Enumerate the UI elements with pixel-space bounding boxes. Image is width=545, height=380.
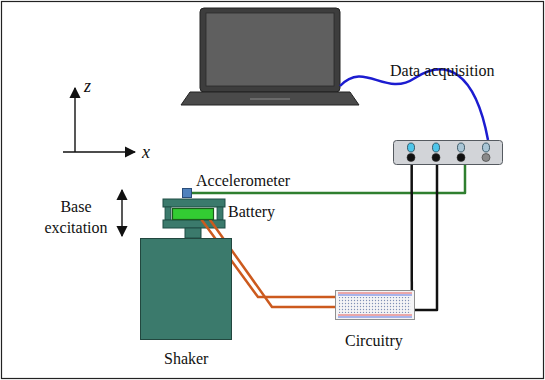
daq-device-graphic-part: [432, 154, 440, 162]
daq-device-graphic: [393, 140, 503, 165]
axis-label: x: [142, 142, 150, 163]
breadboard-graphic-part: [336, 291, 415, 320]
laptop-part: [206, 13, 334, 86]
accelerometer-sensor-graphic-part: [183, 189, 192, 198]
shaker-head-part: [217, 207, 223, 220]
shaker-head-part: [185, 228, 201, 238]
daq-device-graphic-part: [407, 154, 415, 162]
laptop: [181, 8, 359, 105]
daq-device-graphic-part: [458, 143, 465, 152]
breadboard-graphic-part: [339, 297, 411, 313]
laptop-part: [250, 98, 290, 100]
part-label-box: Accelerometer: [196, 172, 290, 190]
part-label: Battery: [228, 203, 275, 220]
breadboard-graphic: [335, 290, 415, 320]
breadboard-graphic-part: [338, 315, 412, 316]
daq-device-graphic-part: [457, 154, 465, 162]
shaker-head-part: [163, 199, 225, 207]
shaker-body-graphic-part: [141, 239, 232, 340]
measurement-wire: [415, 165, 437, 310]
annotation-label: Base excitation: [38, 196, 114, 238]
part-label: Circuitry: [345, 332, 403, 349]
part-label-box: Battery: [228, 203, 275, 221]
breadboard-shape: [335, 290, 415, 320]
daq-device-graphic-part: [394, 141, 503, 165]
usb-cable: [340, 69, 488, 140]
shaker-body-shape: [140, 238, 232, 340]
part-label: Data acquisition: [390, 62, 494, 79]
accelerometer-sensor-graphic: [182, 188, 192, 198]
battery-cell-graphic: [172, 208, 214, 220]
laptop-part: [181, 92, 359, 105]
daq-device-graphic-part: [483, 143, 490, 152]
breadboard-graphic-part: [338, 295, 412, 296]
breadboard-graphic-part: [338, 293, 412, 294]
daq-device: Data acquisition: [385, 62, 507, 167]
daq-device-graphic-part: [408, 143, 415, 152]
shaker-body-graphic: [140, 238, 232, 340]
laptop-part: [200, 8, 340, 92]
excitation-arrow: [121, 190, 122, 236]
part-label: Shaker: [164, 350, 208, 367]
shaker-head: [163, 199, 225, 238]
daq-device-graphic-part: [482, 154, 490, 162]
breadboard-graphic-part: [338, 317, 412, 318]
part-label: Accelerometer: [196, 172, 290, 189]
part-label-box: Shaker: [164, 350, 208, 368]
signal-wire: [192, 165, 465, 193]
daq-device-shape: [393, 140, 503, 165]
axes-part: [63, 151, 135, 152]
shaker-head-part: [165, 207, 171, 220]
accelerometer-sensor-shape: [182, 188, 192, 198]
part-label-box: Data acquisition: [390, 62, 494, 80]
axes-part: [74, 88, 75, 152]
axes: [63, 88, 135, 152]
accelerometer-sensor: Accelerometer: [180, 170, 300, 200]
axis-label: z: [84, 76, 91, 97]
battery-cell-graphic-part: [173, 208, 214, 219]
daq-device-graphic-part: [433, 143, 440, 152]
battery-cell-shape: [172, 208, 214, 220]
part-label-box: Circuitry: [345, 332, 403, 350]
measurement-wire: [410, 165, 413, 290]
breadboard: Circuitry: [335, 290, 415, 352]
shaker-body: Shaker: [140, 238, 232, 372]
battery-cell: Battery: [172, 203, 272, 223]
